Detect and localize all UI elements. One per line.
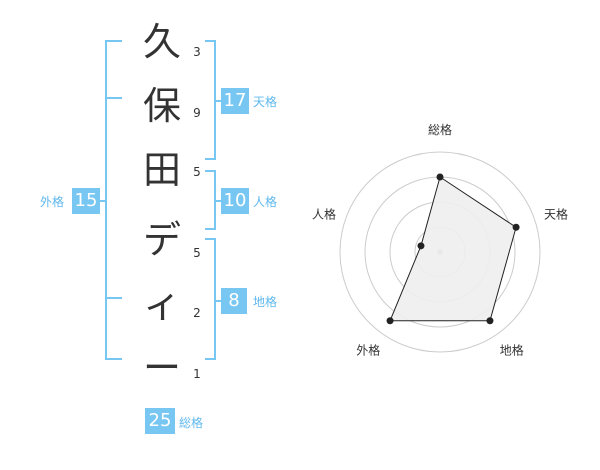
chikaku-label: 地格 — [253, 295, 278, 309]
stroke-count-1: 3 — [193, 45, 201, 59]
stroke-count-4: 5 — [193, 246, 201, 260]
radar-axis-label-4: 外格 — [356, 343, 380, 358]
stroke-count-5: 2 — [193, 306, 201, 320]
radar-axis-label-1: 総格 — [428, 122, 452, 137]
name-char-3: 田 — [142, 148, 181, 192]
soukaku-value-badge: 25 — [145, 408, 175, 434]
gaikaku-bracket-tick-lower — [105, 297, 122, 299]
radar-axis-label-5: 人格 — [312, 206, 336, 221]
tenkaku-value-badge: 17 — [221, 88, 249, 114]
radar-point-2 — [512, 223, 520, 231]
soukaku-label: 総格 — [179, 416, 204, 430]
radar-axis-label-3: 地格 — [500, 343, 524, 358]
gaikaku-bracket-tick-upper — [105, 97, 122, 99]
radar-point-1 — [436, 173, 444, 181]
tenkaku-label: 天格 — [253, 95, 278, 109]
chikaku-bracket — [205, 238, 216, 360]
name-char-5: ィ — [142, 282, 181, 326]
chikaku-value-badge: 8 — [221, 288, 247, 314]
gaikaku-label: 外格 — [40, 195, 65, 209]
gaikaku-value-badge: 15 — [72, 188, 100, 214]
name-char-6: ー — [142, 346, 181, 390]
radar-points — [386, 173, 520, 325]
jinkaku-label: 人格 — [253, 195, 278, 209]
radar-point-5 — [417, 242, 425, 250]
radar-point-3 — [486, 317, 494, 325]
tenkaku-bracket-connector — [215, 100, 222, 102]
jinkaku-bracket-connector — [215, 200, 222, 202]
name-char-2: 保 — [142, 84, 181, 128]
jinkaku-value-badge: 10 — [221, 188, 249, 214]
stroke-count-3: 5 — [193, 165, 201, 179]
gaikaku-bracket — [105, 40, 122, 360]
stroke-count-2: 9 — [193, 106, 201, 120]
radar-ring-4 — [339, 151, 541, 353]
chikaku-bracket-connector — [215, 300, 222, 302]
radar-axis-label-2: 天格 — [544, 206, 568, 221]
gaikaku-bracket-connector — [99, 200, 106, 202]
stroke-count-6: 1 — [193, 367, 201, 381]
radar-point-4 — [386, 317, 394, 325]
name-char-4: デ — [142, 218, 181, 262]
name-char-1: 久 — [142, 20, 181, 64]
radar-value-area — [389, 176, 517, 322]
